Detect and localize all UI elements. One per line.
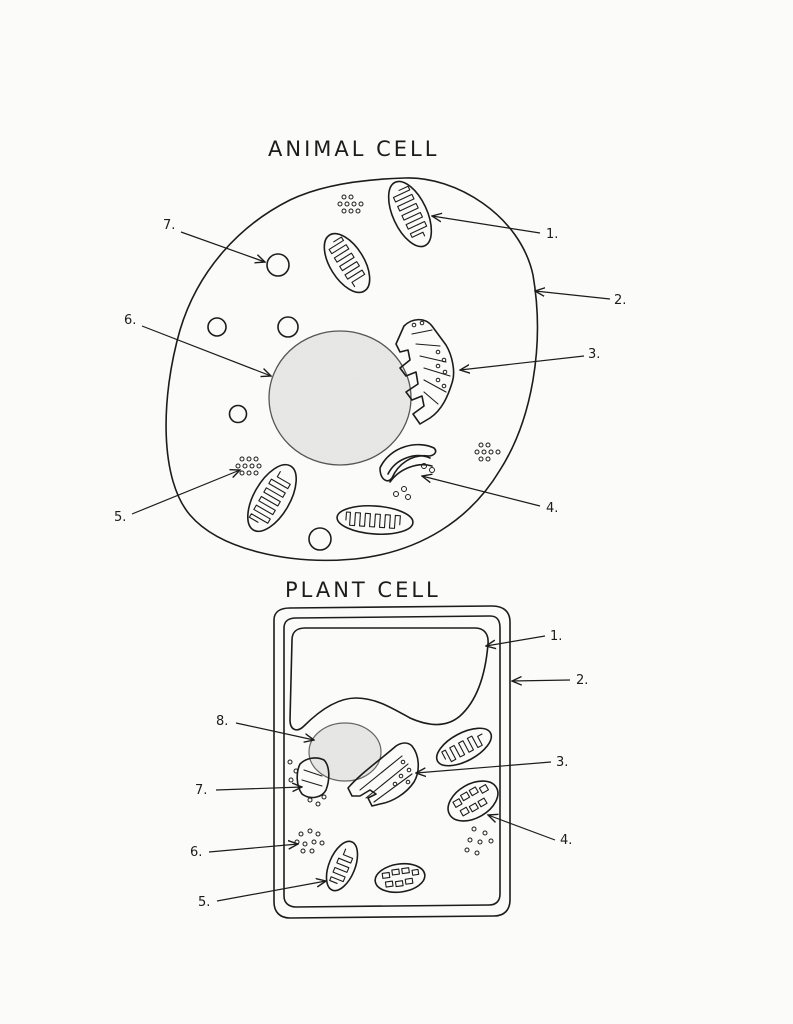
animal-endoplasmic-reticulum <box>395 318 455 425</box>
animal-ribosomes-left <box>235 456 262 476</box>
animal-label-3: 3. <box>588 347 600 362</box>
animal-label-6: 6. <box>124 313 136 328</box>
plant-label-3: 3. <box>556 755 568 770</box>
animal-mitochondrion-top-right <box>387 180 433 248</box>
animal-label-arrows <box>131 216 611 515</box>
plant-label-7: 7. <box>195 783 207 798</box>
animal-label-1: 1. <box>546 227 558 242</box>
plant-mitochondrion-right <box>435 727 493 767</box>
plant-ribosomes-right <box>464 826 494 856</box>
plant-label-1: 1. <box>550 629 562 644</box>
plant-chloroplast-right <box>447 780 499 822</box>
animal-label-7: 7. <box>163 218 175 233</box>
animal-mitochondrion-bottom <box>336 504 414 536</box>
plant-endoplasmic-reticulum <box>347 742 420 807</box>
animal-golgi-apparatus <box>379 443 437 500</box>
animal-label-5: 5. <box>114 510 126 525</box>
animal-label-4: 4. <box>546 501 558 516</box>
plant-label-6: 6. <box>190 845 202 860</box>
plant-ribosomes-left <box>294 828 325 854</box>
animal-mitochondrion-left <box>247 463 297 533</box>
plant-label-arrows <box>208 635 571 902</box>
plant-cell-wall <box>273 605 511 919</box>
plant-label-4: 4. <box>560 833 572 848</box>
animal-cell-title: ANIMAL CELL <box>268 137 439 161</box>
animal-ribosomes-right <box>474 442 501 462</box>
animal-label-2: 2. <box>614 293 626 308</box>
plant-label-8: 8. <box>216 714 228 729</box>
plant-mitochondrion-bottom <box>325 840 359 892</box>
plant-chloroplast-bottom <box>374 862 426 894</box>
animal-vacuoles <box>207 253 332 551</box>
plant-label-5: 5. <box>198 895 210 910</box>
plant-central-vacuole <box>289 627 489 731</box>
plant-label-2: 2. <box>576 673 588 688</box>
plant-cell-title: PLANT CELL <box>285 578 441 602</box>
animal-mitochondrion-top <box>323 232 371 294</box>
plant-cell-membrane <box>283 615 501 908</box>
animal-nucleus <box>268 330 412 466</box>
animal-ribosomes-top <box>337 194 364 214</box>
plant-nucleus <box>308 722 382 782</box>
